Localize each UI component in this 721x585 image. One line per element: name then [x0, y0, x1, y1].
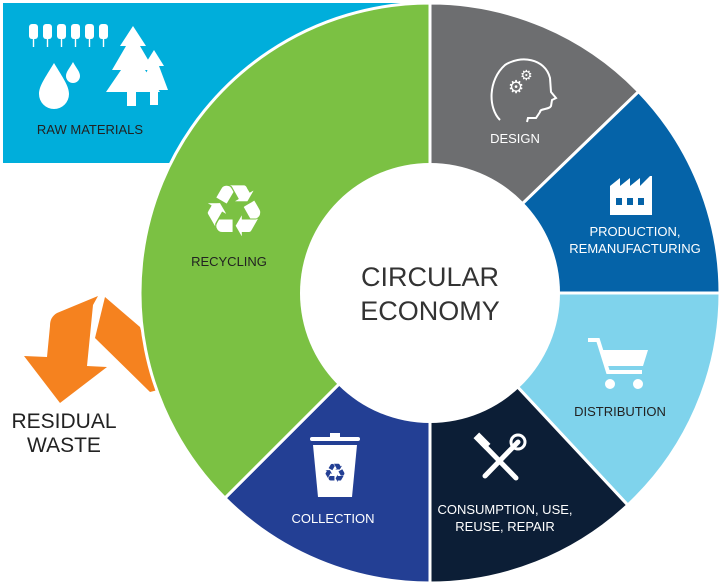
factory-icon: [610, 176, 652, 215]
center-title-line2: ECONOMY: [360, 296, 500, 326]
recycle-icon: ♻: [202, 169, 267, 253]
recycle-bin-icon: ♻: [310, 433, 360, 497]
wheat-icon: [29, 24, 108, 47]
segment-label-recycling: RECYCLING: [191, 254, 267, 269]
trees-icon: [106, 26, 168, 106]
svg-text:♻: ♻: [323, 459, 346, 489]
head-gears-icon: ⚙ ⚙: [490, 58, 558, 123]
segment-label-consumption: CONSUMPTION, USE,: [437, 502, 572, 517]
water-drops-icon: [39, 62, 80, 109]
svg-text:⚙: ⚙: [508, 77, 524, 98]
svg-text:⚙: ⚙: [520, 68, 533, 84]
segment-label-production: REMANUFACTURING: [569, 241, 700, 256]
tools-icon: [473, 432, 527, 481]
segment-label-collection: COLLECTION: [291, 511, 374, 526]
shopping-cart-icon: [588, 338, 648, 389]
segment-label-consumption: REUSE, REPAIR: [455, 519, 554, 534]
segment-label-distribution: DISTRIBUTION: [574, 404, 666, 419]
center-title-line1: CIRCULAR: [361, 262, 499, 292]
ring-segments: [138, 1, 721, 585]
residual-waste-label-line1: RESIDUAL: [11, 410, 116, 433]
residual-waste-label-line2: WASTE: [27, 434, 101, 457]
center-circle: [300, 163, 560, 423]
residual-waste-arrow-icon: [24, 296, 158, 403]
raw-materials-label: RAW MATERIALS: [37, 122, 144, 137]
segment-label-production: PRODUCTION,: [590, 224, 681, 239]
segment-label-design: DESIGN: [490, 131, 540, 146]
